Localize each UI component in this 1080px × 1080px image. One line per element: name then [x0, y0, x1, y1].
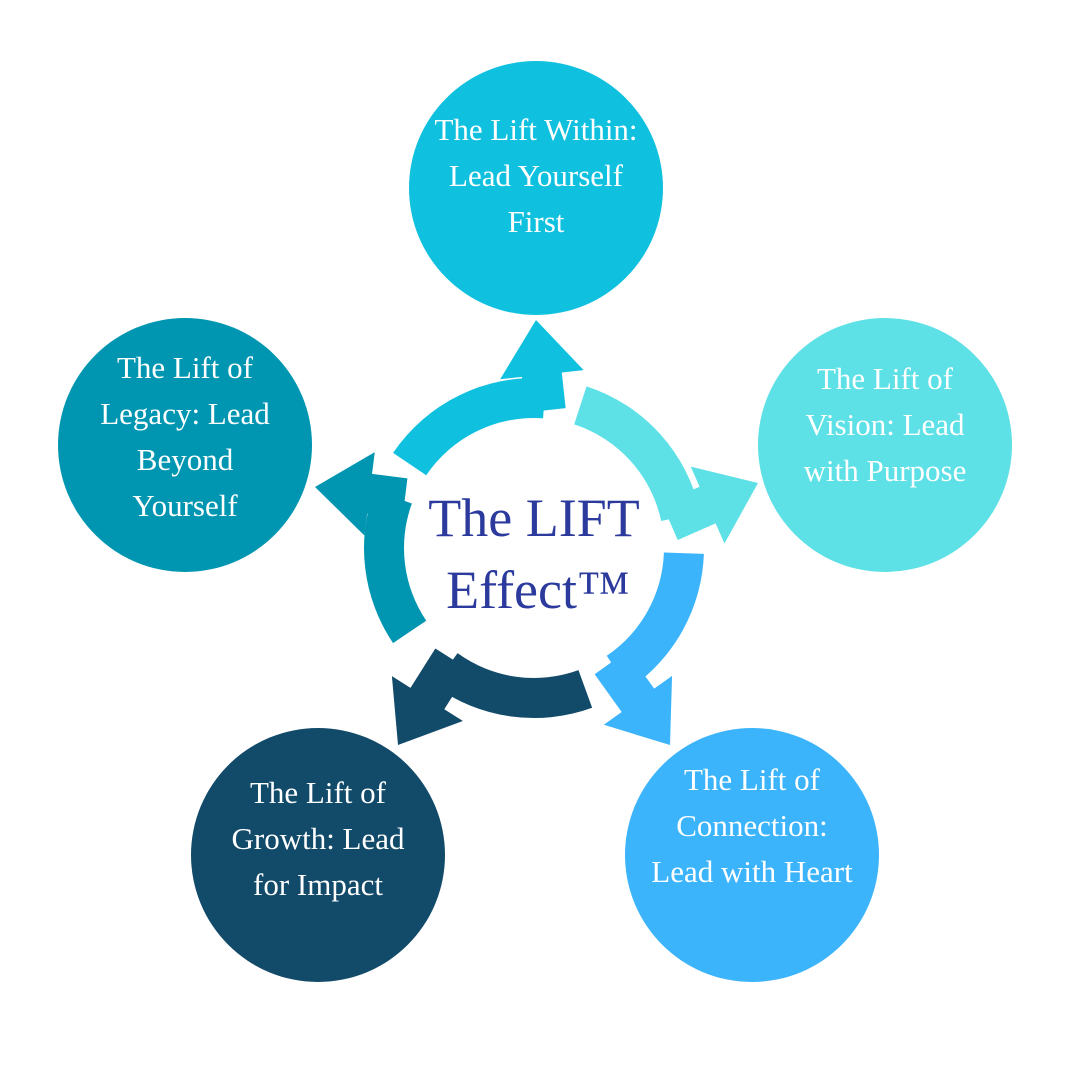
arrow-arc-connection	[606, 552, 704, 689]
arrow-arc-growth	[434, 653, 593, 719]
node-growth: The Lift of Growth: Lead for Impact	[191, 728, 445, 982]
node-label-line: Lead with Heart	[651, 854, 853, 889]
cycle-arrows	[315, 320, 758, 745]
arrow-arc-legacy	[364, 489, 427, 644]
node-circle-legacy	[58, 318, 312, 572]
node-label-line: The Lift of	[117, 350, 254, 385]
node-label-line: Connection:	[676, 808, 828, 843]
arrow-arc-vision	[574, 386, 701, 521]
arrowhead-connection	[594, 650, 673, 745]
arrowhead-growth	[391, 648, 470, 745]
center-title-line-2: Effect™	[446, 560, 630, 620]
center-title-line-1: The LIFT	[428, 488, 639, 548]
node-connection: The Lift of Connection: Lead with Heart	[625, 728, 879, 982]
node-label-line: Growth: Lead	[231, 821, 405, 856]
center-title: The LIFT Effect™	[428, 488, 639, 620]
node-label-line: with Purpose	[804, 453, 967, 488]
arrowhead-vision	[661, 466, 758, 544]
node-label-line: The Lift Within:	[434, 112, 637, 147]
arrowhead-within	[500, 320, 584, 413]
node-circle-within	[409, 61, 663, 315]
node-circle-connection	[625, 728, 879, 982]
arrowhead-legacy	[315, 452, 408, 536]
node-label-line: The Lift of	[817, 361, 954, 396]
node-label-line: Beyond	[137, 442, 234, 477]
node-circle-vision	[758, 318, 1012, 572]
node-label-line: Vision: Lead	[805, 407, 965, 442]
arrow-arc-within	[393, 378, 546, 476]
node-label-line: The Lift of	[684, 762, 821, 797]
node-label-line: for Impact	[253, 867, 383, 902]
node-label-line: Legacy: Lead	[100, 396, 270, 431]
node-label-line: Yourself	[132, 488, 238, 523]
node-label-line: The Lift of	[250, 775, 387, 810]
node-label-line: First	[508, 204, 565, 239]
node-circle-growth	[191, 728, 445, 982]
node-label-line: Lead Yourself	[449, 158, 624, 193]
node-vision: The Lift of Vision: Lead with Purpose	[758, 318, 1012, 572]
